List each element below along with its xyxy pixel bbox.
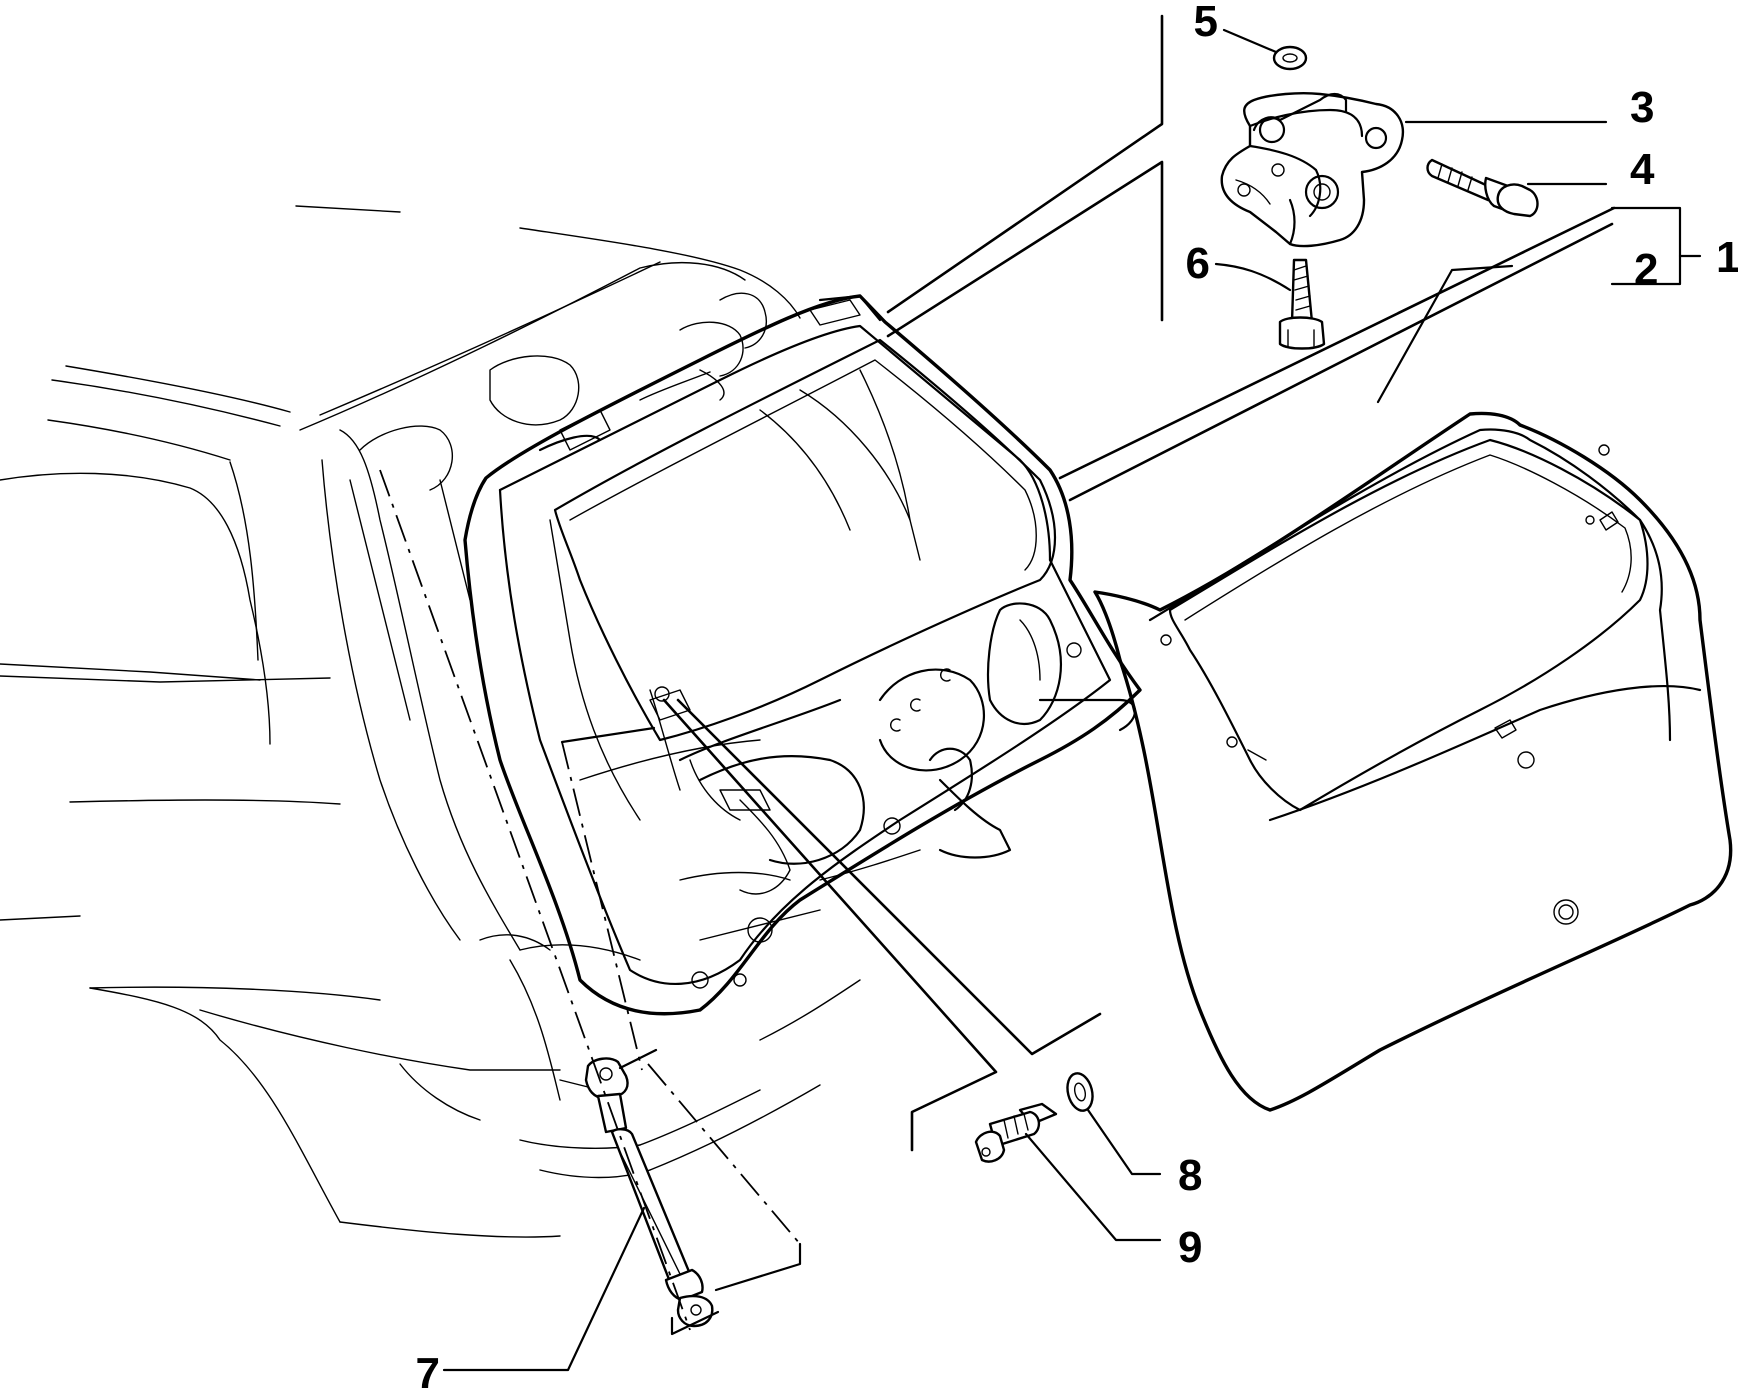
callout-2: 2 [1634, 245, 1658, 294]
callout-1: 1 [1716, 233, 1738, 282]
leader-6 [1214, 262, 1292, 292]
assembly-lines [379, 14, 1616, 1336]
leader-5 [1222, 28, 1278, 54]
callout-labels: 5 3 4 1 2 6 8 9 7 [416, 0, 1738, 1398]
leader-8 [1086, 1108, 1162, 1176]
callout-8: 8 [1178, 1151, 1202, 1200]
callout-4: 4 [1630, 145, 1655, 194]
tailgate-outer-panel [1093, 411, 1733, 1112]
car-body [0, 205, 861, 1238]
callout-9: 9 [1178, 1223, 1202, 1272]
washer-5 [1272, 45, 1308, 71]
washer-8 [1066, 1072, 1094, 1112]
leader-7 [442, 1206, 646, 1372]
stud-bolt-9 [974, 1102, 1058, 1163]
callout-5: 5 [1194, 0, 1218, 46]
leader-2 [1376, 264, 1514, 404]
callout-3: 3 [1630, 83, 1654, 132]
hinge [1220, 92, 1405, 248]
bracket-1 [1610, 206, 1682, 286]
bolt-6 [1278, 258, 1326, 350]
bolt-4 [1426, 158, 1539, 218]
tailgate-assembly [463, 294, 1142, 1016]
callout-leaders [442, 28, 1702, 1372]
callout-7: 7 [416, 1349, 440, 1394]
gas-strut [584, 1057, 714, 1328]
callout-6: 6 [1186, 239, 1210, 288]
leader-9 [1024, 1132, 1162, 1242]
